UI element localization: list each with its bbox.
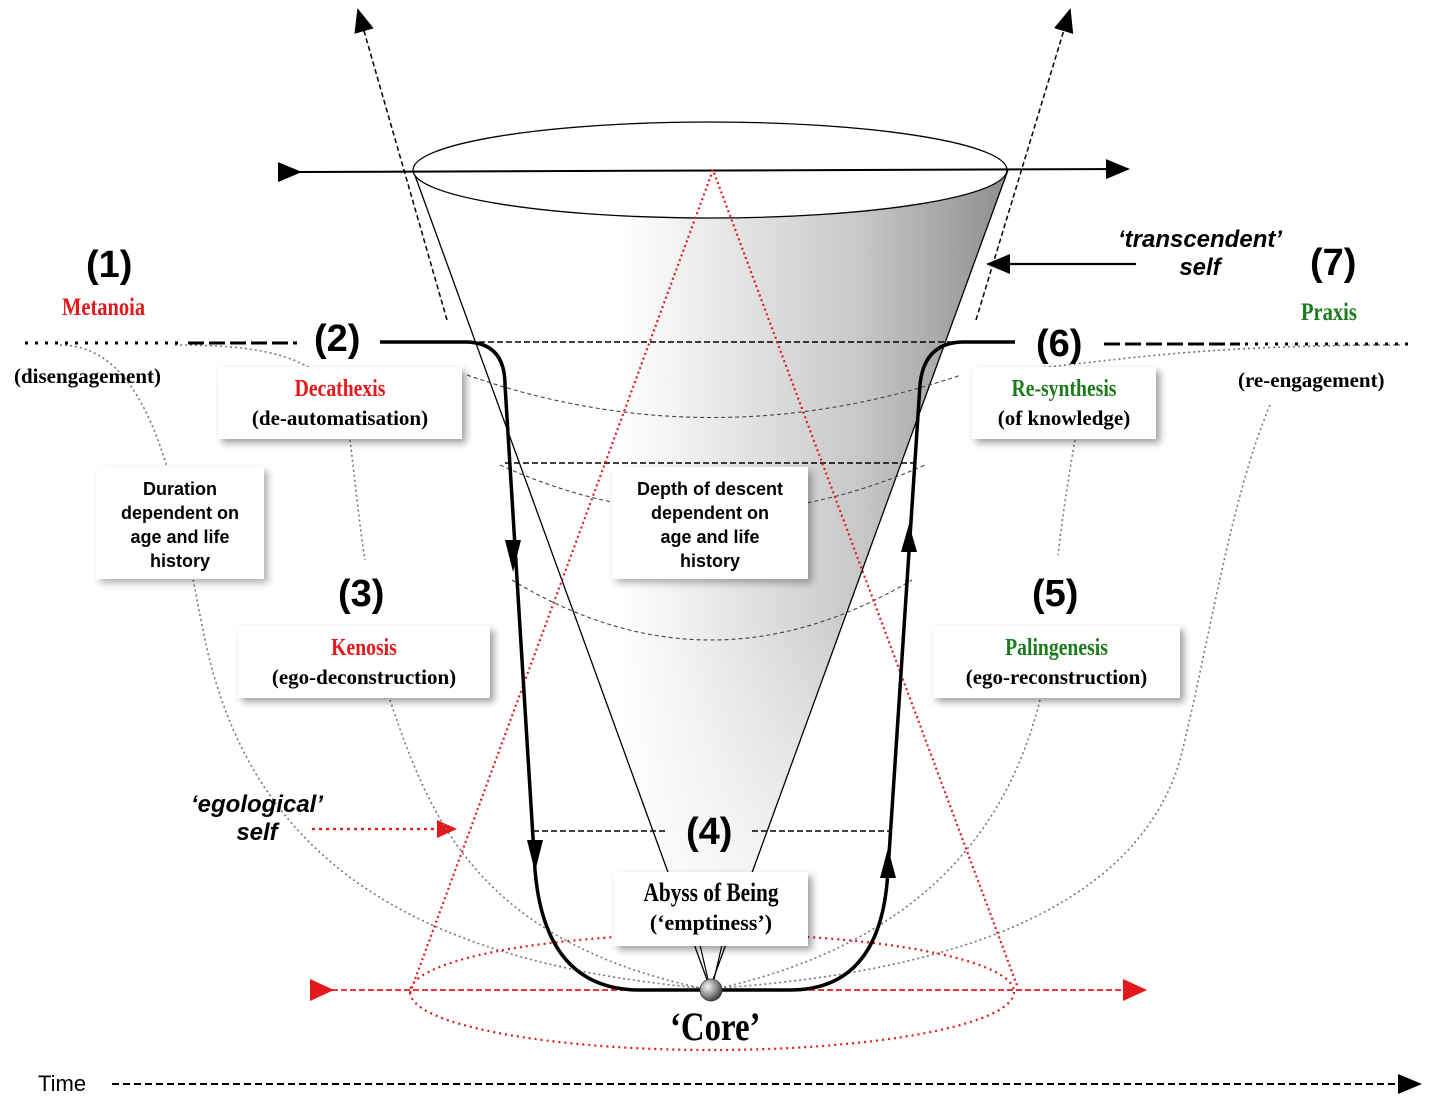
stage-2-name: Decathexis bbox=[294, 376, 386, 402]
stage-3-box: Kenosis (ego-deconstruction) bbox=[238, 626, 490, 698]
core-label: ‘Core’ bbox=[670, 1004, 761, 1049]
stage-6-number: (6) bbox=[1036, 323, 1083, 365]
depth-note-line-1: Depth of descent bbox=[636, 479, 783, 499]
stage-5-number: (5) bbox=[1032, 573, 1079, 615]
duration-note-line-1: Duration bbox=[143, 479, 217, 499]
stage-4-box: Abyss of Being (‘emptiness’) bbox=[614, 872, 808, 946]
stage-7-name: Praxis bbox=[1301, 299, 1357, 326]
stage-5-name: Palingenesis bbox=[1005, 635, 1108, 661]
duration-note-line-2: dependent on bbox=[121, 503, 239, 523]
time-label: Time bbox=[38, 1071, 87, 1096]
depth-note-line-3: age and life bbox=[660, 527, 760, 547]
stage-4-name: Abyss of Being bbox=[643, 878, 779, 907]
depth-note-line-2: dependent on bbox=[651, 503, 769, 523]
duration-note-line-4: history bbox=[149, 551, 210, 571]
stage-4-number: (4) bbox=[686, 811, 733, 853]
stage-2-box: Decathexis (de-automatisation) bbox=[218, 367, 462, 439]
stage-1-desc: (disengagement) bbox=[14, 364, 161, 388]
stage-5-box: Palingenesis (ego-reconstruction) bbox=[933, 626, 1180, 698]
core-sphere bbox=[699, 978, 723, 1002]
stage-1-name: Metanoia bbox=[62, 294, 146, 321]
stage-6-desc: (of knowledge) bbox=[997, 406, 1131, 430]
stage-5-desc: (ego-reconstruction) bbox=[965, 665, 1148, 689]
stage-3-name: Kenosis bbox=[331, 635, 397, 661]
transcendent-line-2: self bbox=[1179, 254, 1221, 281]
egological-self-label: ‘egological’ self bbox=[172, 791, 342, 847]
duration-note: Duration dependent on age and life histo… bbox=[96, 467, 264, 579]
egological-line-2: self bbox=[236, 819, 278, 846]
stage-6-box: Re-synthesis (of knowledge) bbox=[972, 367, 1156, 439]
duration-note-line-3: age and life bbox=[130, 527, 230, 547]
stage-2-desc: (de-automatisation) bbox=[251, 406, 429, 430]
transcendent-line-1: ‘transcendent’ bbox=[1117, 226, 1283, 253]
stage-3-number: (3) bbox=[338, 573, 385, 615]
stage-7-desc: (re-engagement) bbox=[1238, 368, 1385, 392]
stage-7-number: (7) bbox=[1310, 242, 1357, 284]
stage-2-number: (2) bbox=[314, 318, 361, 360]
stage-3-desc: (ego-deconstruction) bbox=[271, 665, 457, 689]
stage-1-number: (1) bbox=[86, 244, 133, 286]
depth-note: Depth of descent dependent on age and li… bbox=[612, 467, 808, 579]
depth-note-line-4: history bbox=[679, 551, 740, 571]
stage-6-name: Re-synthesis bbox=[1011, 376, 1117, 402]
transcendent-self-label: ‘transcendent’ self bbox=[1100, 226, 1300, 282]
egological-line-1: ‘egological’ bbox=[190, 791, 324, 818]
stage-4-desc: (‘emptiness’) bbox=[649, 910, 773, 935]
descent-path bbox=[380, 340, 1015, 992]
